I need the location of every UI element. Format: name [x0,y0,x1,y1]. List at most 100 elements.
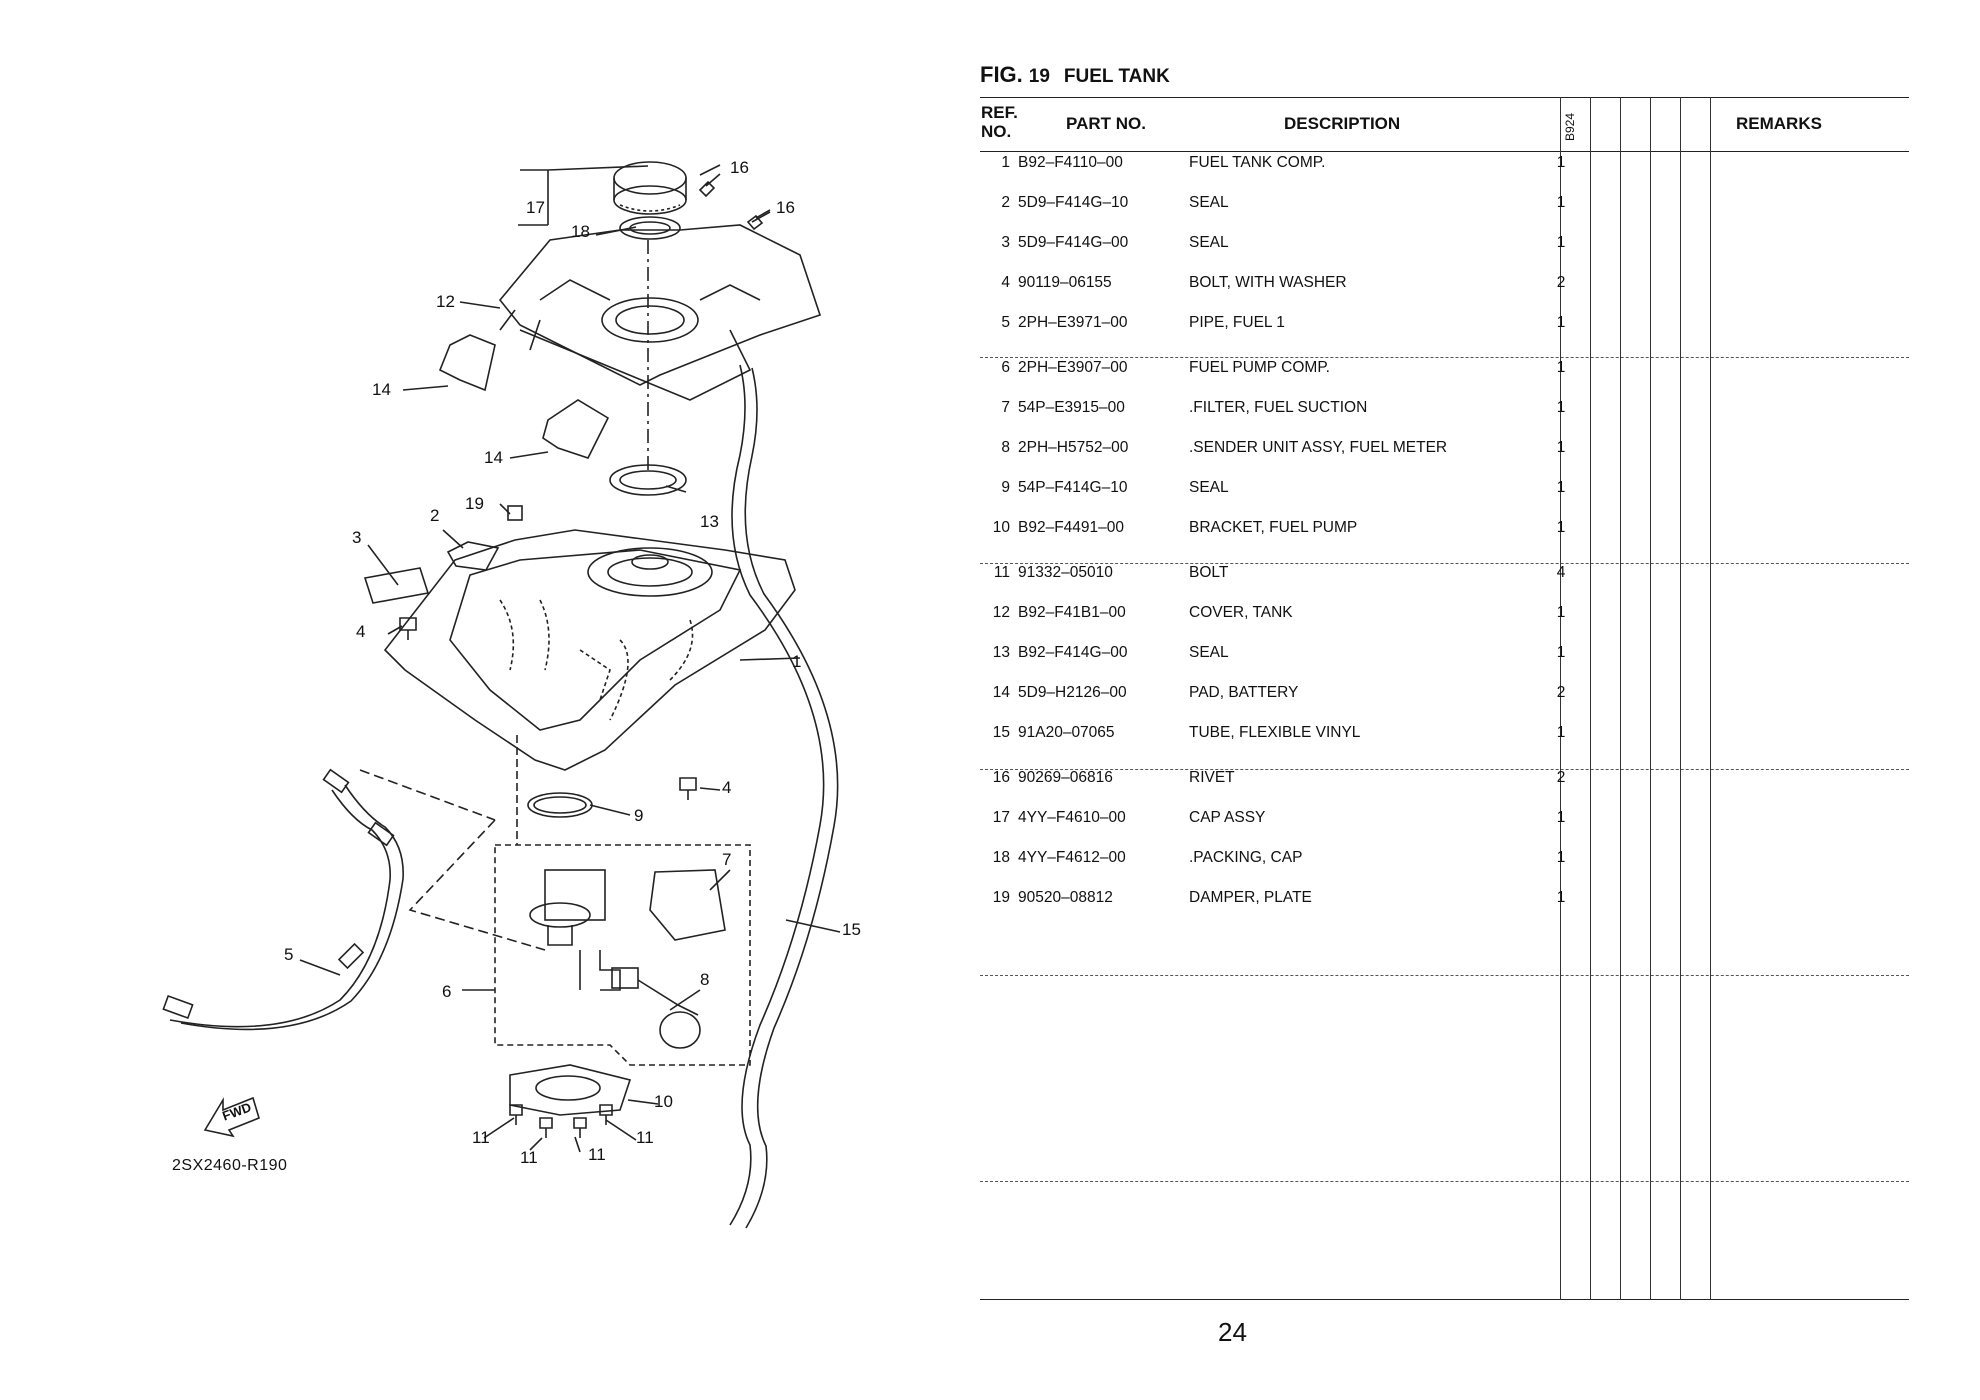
part-no-cell: 2PH–E3971–00 [1018,314,1128,331]
quantity-cell: 2 [1556,684,1566,701]
table-top-rule [980,97,1909,98]
column-rule [1590,97,1591,1300]
leader-14-a [402,385,449,391]
leader-13 [665,485,687,493]
quantity-cell: 1 [1556,439,1566,456]
battery-pad-drawing-2 [542,399,610,459]
part-no-cell: 4YY–F4610–00 [1018,809,1126,826]
table-bottom-rule [980,1299,1909,1300]
ref-no-cell: 8 [1001,439,1010,456]
bolt-4-drawing-1 [399,617,417,640]
part-no-cell: 90520–08812 [1018,889,1113,906]
callout-19: 19 [465,494,484,513]
leader-14-b [509,451,549,459]
bolt-4-drawing-2 [679,777,697,800]
callout-8: 8 [700,970,710,989]
fuel-pump-drawing [529,869,606,946]
figure-number: 19 [1028,66,1050,87]
part-no-cell: 54P–F414G–10 [1018,479,1128,496]
ref-no-cell: 1 [1001,154,1010,171]
callout-3: 3 [352,528,362,547]
group-divider [980,357,1909,358]
callout-14-b: 14 [484,448,503,467]
part-no-cell: 5D9–F414G–00 [1018,234,1129,251]
ref-no-cell: 19 [992,889,1010,906]
leader-12 [459,301,501,309]
battery-pad-drawing-1 [438,334,496,392]
ref-no-cell: 14 [992,684,1010,701]
callout-16-b: 16 [776,198,795,217]
ref-no-cell: 12 [992,604,1010,621]
flexible-tube-drawing [729,364,839,1229]
part-no-cell: 54P–E3915–00 [1018,399,1125,416]
leader-10 [627,1099,659,1105]
part-no-cell: 5D9–H2126–00 [1018,684,1127,701]
group-divider [980,1181,1909,1182]
part-no-cell: 5D9–F414G–10 [1018,194,1129,211]
seal-3-drawing [363,567,430,604]
ref-no-cell: 18 [992,849,1010,866]
ref-no-cell: 4 [1001,274,1010,291]
callout-15: 15 [842,920,861,939]
quantity-cell: 1 [1556,359,1566,376]
quantity-cell: 4 [1556,564,1566,581]
diagram-code: 2SX2460-R190 [172,1157,288,1174]
leader-4-b [699,787,721,791]
quantity-cell: 1 [1556,889,1566,906]
header-model-code: B924 [1563,112,1577,141]
ref-no-cell: 6 [1001,359,1010,376]
quantity-cell: 1 [1556,519,1566,536]
callout-5: 5 [284,945,294,964]
leader-17 [518,165,649,226]
leader-16 [699,164,771,223]
bolt-11-drawing-1 [509,1104,523,1125]
column-rule [1620,97,1621,1300]
ref-no-cell: 15 [992,724,1010,741]
description-cell: COVER, TANK [1189,604,1293,621]
fuel-pump-box [494,844,751,1066]
leader-7 [709,869,731,891]
leader-4-a [387,625,403,635]
part-no-cell: 91332–05010 [1018,564,1113,581]
sender-unit-drawing [579,950,701,1049]
column-rule [1650,97,1651,1300]
leader-18 [595,226,637,236]
description-cell: BOLT [1189,564,1229,581]
part-no-cell: 91A20–07065 [1018,724,1115,741]
quantity-cell: 1 [1556,809,1566,826]
description-cell: FUEL PUMP COMP. [1189,359,1330,376]
quantity-cell: 1 [1556,724,1566,741]
rivet-drawing-1 [698,173,721,198]
ref-no-cell: 17 [992,809,1010,826]
quantity-cell: 1 [1556,604,1566,621]
part-no-cell: 90119–06155 [1018,274,1112,291]
bolt-11-drawing-3 [573,1117,587,1138]
description-cell: TUBE, FLEXIBLE VINYL [1189,724,1361,741]
description-cell: CAP ASSY [1189,809,1266,826]
column-rule [1710,97,1711,1300]
description-cell: RIVET [1189,769,1235,786]
seal-9-drawing [527,792,593,818]
callout-10: 10 [654,1092,673,1111]
fuel-tank-drawing [383,529,796,771]
description-cell: SEAL [1189,194,1229,211]
bolt-11-drawing-2 [539,1117,553,1138]
callout-9: 9 [634,806,644,825]
callout-1: 1 [792,652,802,671]
ref-no-cell: 2 [1001,194,1010,211]
description-cell: PIPE, FUEL 1 [1189,314,1285,331]
ref-no-cell: 3 [1001,234,1010,251]
callout-11-b: 11 [520,1148,538,1167]
description-cell: .SENDER UNIT ASSY, FUEL METER [1189,439,1448,456]
figure-label: FIG. [980,62,1023,87]
diagram-artwork [162,161,841,1229]
fuel-pipe-drawing [162,768,404,1031]
part-no-cell: B92–F4110–00 [1018,154,1123,171]
